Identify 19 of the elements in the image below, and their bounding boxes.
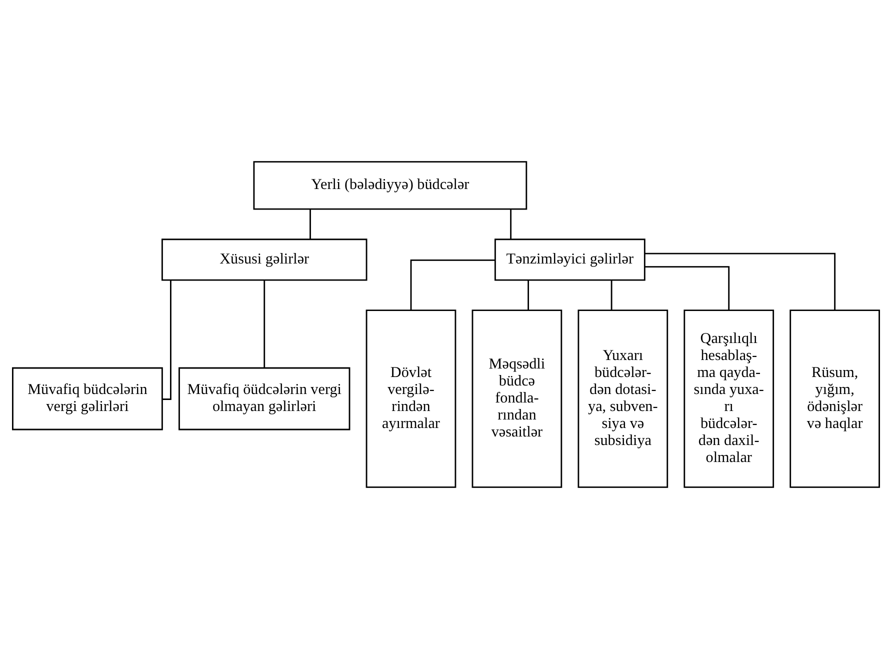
connector bbox=[510, 208, 512, 239]
node-box: Tənzimləyici gəlirlər bbox=[494, 238, 646, 280]
connector bbox=[162, 280, 172, 400]
connector bbox=[610, 280, 612, 310]
connector bbox=[644, 266, 730, 310]
node-box: Dövlət vergilə- rindən ayırmalar bbox=[366, 309, 456, 488]
connector bbox=[410, 258, 496, 310]
connector bbox=[528, 280, 530, 310]
connector bbox=[264, 280, 266, 368]
connector bbox=[644, 252, 836, 310]
node-box: Rüsum, yığım, ödənişlər və haqlar bbox=[790, 309, 880, 488]
node-box: Yerli (bələdiyyə) büdcələr bbox=[253, 160, 528, 210]
node-box: Xüsusi gəlirlər bbox=[161, 238, 368, 280]
node-box: Müvafiq öüdcələrin vergi olmayan gəlirləri bbox=[178, 366, 350, 430]
node-box: Məqsədli büdcə fondla- rından vəsaitlər bbox=[472, 309, 562, 488]
node-box: Müvafiq büdcələrin vergi gəlirləri bbox=[12, 366, 163, 430]
node-box: Qarşılıqlı hesablaş- ma qayda- sında yuxa- rı büdcələr- dən daxil- olmalar bbox=[684, 309, 774, 488]
connector bbox=[310, 208, 311, 239]
node-box: Yuxarı büdcələr- dən dotasi- ya, subven- siya və subsidiya bbox=[578, 309, 668, 488]
